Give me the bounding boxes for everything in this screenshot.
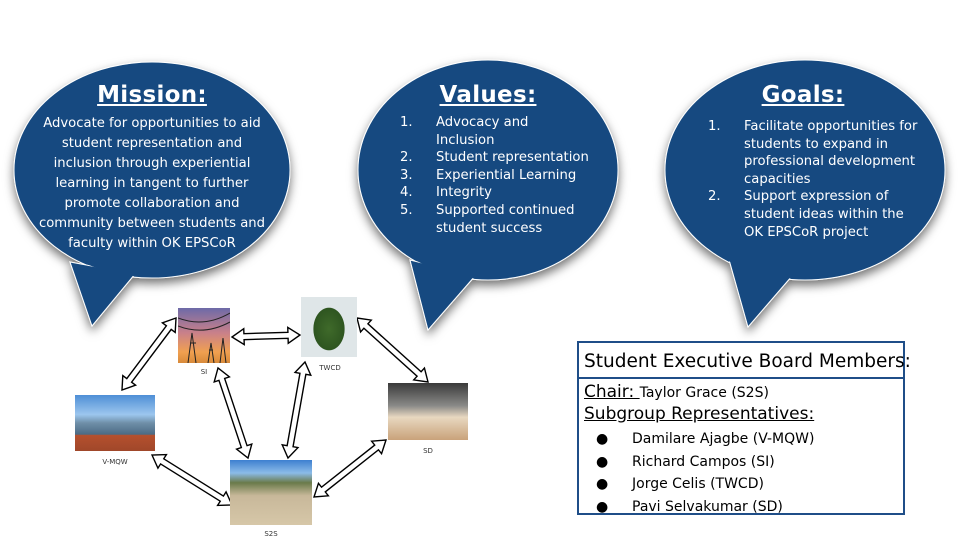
member-item: ● Damilare Ajagbe (V-MQW) [579,428,903,451]
member-name: Damilare Ajagbe (V-MQW) [632,431,815,447]
chair-value: Taylor Grace (S2S) [639,385,769,401]
sd-photo [388,383,468,440]
sd-label: SD [423,447,433,455]
double-arrow-icon [313,439,387,498]
double-arrow-icon [230,326,302,346]
double-arrow-icon [150,453,234,507]
twcd-label: TWCD [319,364,341,372]
member-name: Pavi Selvakumar (SD) [632,498,783,515]
values-list: 1. Advocacy and Inclusion 2. Student repres… [400,114,590,237]
values-title: Values: [439,82,537,108]
goals-bubble [664,59,946,329]
item-text: Facilitate opportunities for students to… [744,119,918,187]
bullet-icon: ● [596,453,609,470]
double-arrow-icon [356,317,429,383]
item-text: Integrity [436,185,492,201]
diagram-arrows [121,316,429,507]
item-text: Supported continued student success [436,202,575,236]
item-number: 1. [400,115,413,130]
si-photo [177,308,231,364]
member-name: Richard Campos (SI) [632,453,775,470]
bullet-icon: ● [596,498,609,515]
mission-bubble [13,61,291,328]
member-item: ● Richard Campos (SI) [579,451,903,474]
list-item: 4. Integrity [400,184,590,202]
list-item: 5. Supported continued student success [400,202,590,237]
double-arrow-icon [281,360,312,460]
values-bubble [357,59,619,332]
chair-label: Chair: [584,382,640,402]
goals-title: Goals: [761,82,845,108]
member-item: ● Pavi Selvakumar (SD) [579,496,903,519]
item-text: Support expression of student ideas with… [744,189,904,240]
list-item: 2. Student representation [400,149,590,167]
item-text: Experiential Learning [436,167,577,183]
board-members-box: Student Executive Board Members: Chair: … [577,341,911,518]
item-number: 2. [708,189,721,205]
bullet-icon: ● [596,476,609,492]
list-item: 1. Facilitate opportunities for students … [708,118,918,188]
mission-content: Mission: Advocate for opportunities to a… [32,82,272,254]
twcd-photo [301,297,357,357]
item-text: Student representation [436,150,589,166]
member-item: ● Jorge Celis (TWCD) [579,473,903,496]
goals-list: 1. Facilitate opportunities for students … [708,118,918,241]
subgroup-label: Subgroup Representatives: [584,404,815,424]
item-number: 5. [400,202,413,218]
mission-title: Mission: [97,82,207,108]
list-item: 1. Advocacy and Inclusion [400,114,590,149]
list-item: 2. Support expression of student ideas wi… [708,188,918,241]
members-list: ● Damilare Ajagbe (V-MQW) ● Richard Campos … [579,428,903,518]
double-arrow-icon [213,366,253,460]
s2s-photo [230,460,312,525]
item-number: 3. [400,167,413,183]
board-title: Student Executive Board Members: [579,343,911,379]
s2s-label: S2S [264,530,278,538]
item-number: 1. [708,119,721,134]
bullet-icon: ● [596,431,609,447]
item-number: 2. [400,150,413,166]
item-text: Advocacy and Inclusion [436,115,529,148]
list-item: 3. Experiential Learning [400,167,590,185]
mission-text: Advocate for opportunities to aid studen… [38,116,266,251]
member-name: Jorge Celis (TWCD) [632,476,764,492]
chair-line: Chair: Taylor Grace (S2S) [579,382,903,402]
v-mqw-photo [75,395,155,451]
goals-content: Goals: 1. Facilitate opportunities for st… [708,82,918,241]
double-arrow-icon [121,316,177,392]
values-content: Values: 1. Advocacy and Inclusion 2. Studen… [400,82,590,237]
si-label: SI [200,368,208,376]
item-number: 4. [400,185,413,201]
v-mqw-label: V-MQW [102,458,128,466]
